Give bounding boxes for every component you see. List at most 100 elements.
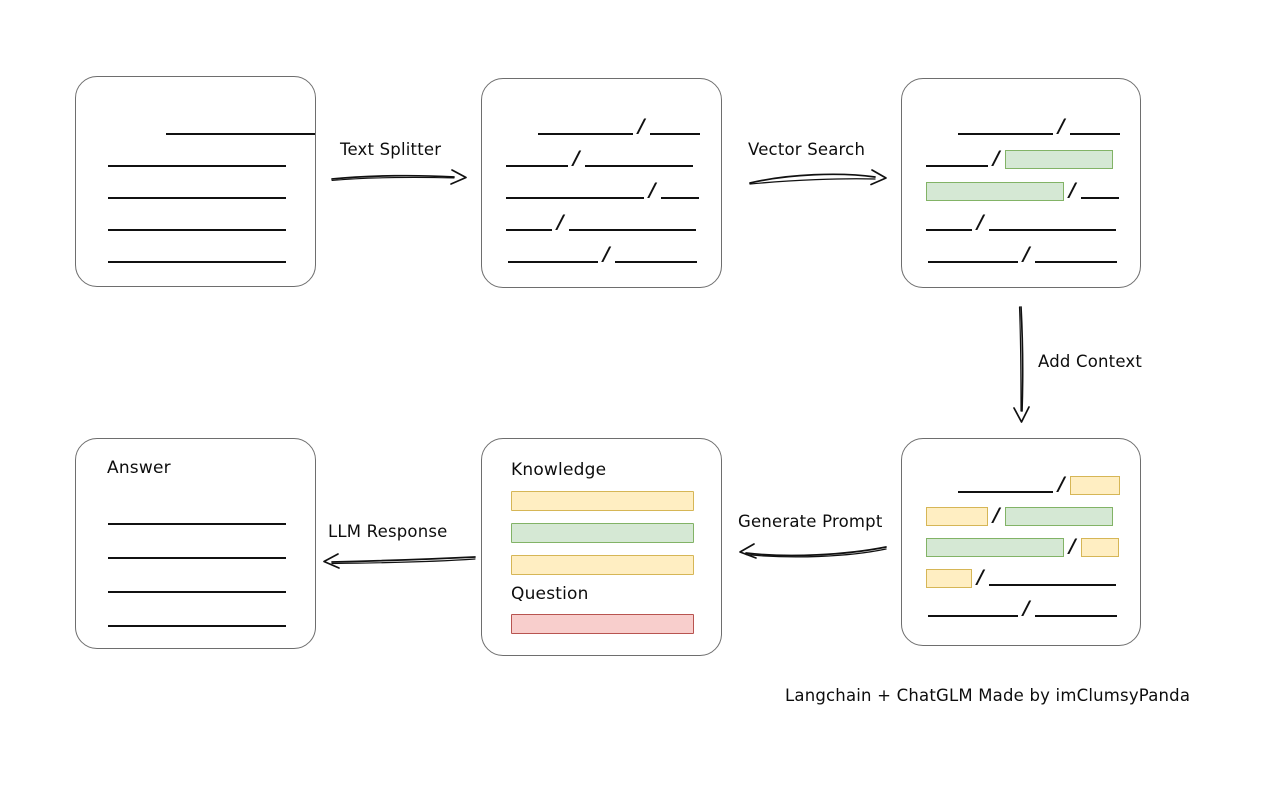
text-underline-segment [928, 245, 1018, 265]
text-underline-segment [108, 575, 286, 595]
vector-matches-lines: / / / / / [902, 79, 1140, 287]
vector-search-arrow-icon [749, 169, 887, 186]
text-underline-segment [1034, 245, 1117, 265]
text-underline-segment [660, 181, 699, 201]
text-underline-segment [926, 149, 988, 169]
context-added-box[interactable]: / / / / / [901, 438, 1141, 646]
text-row: / [506, 242, 721, 265]
text-row [108, 609, 315, 629]
text-row: / [926, 565, 1140, 588]
text-underline-segment [166, 117, 315, 137]
context-chunk-highlight [1069, 475, 1120, 495]
text-underline-segment [649, 117, 700, 137]
llm-response-arrow-group: LLM Response [322, 522, 477, 572]
generate-prompt-arrow-group: Generate Prompt [738, 512, 888, 562]
text-row: / [926, 596, 1140, 619]
answer-lines [76, 439, 315, 648]
text-underline-segment [614, 245, 697, 265]
context-chunk-highlight [1080, 537, 1119, 557]
knowledge-bar [511, 555, 694, 575]
slash-separator: / [1058, 472, 1065, 495]
text-row [108, 117, 315, 137]
text-underline-segment [1069, 117, 1120, 137]
text-row: / [506, 114, 721, 137]
add-context-arrow-group: Add Context [1010, 305, 1170, 425]
text-underline-segment [988, 213, 1116, 233]
context-chunk-highlight [926, 568, 972, 588]
text-row [108, 181, 315, 201]
llm-response-label: LLM Response [328, 522, 448, 541]
text-underline-segment [584, 149, 693, 169]
text-row: / [926, 472, 1140, 495]
text-row: / [926, 210, 1140, 233]
text-row: / [926, 242, 1140, 265]
source-document-box[interactable] [75, 76, 316, 287]
slash-separator: / [573, 146, 580, 169]
vector-search-label: Vector Search [748, 140, 866, 159]
matched-chunk-highlight [926, 181, 1064, 201]
text-row: / [926, 503, 1140, 526]
knowledge-label: Knowledge [511, 460, 607, 480]
text-underline-segment [108, 609, 286, 629]
text-underline-segment [506, 213, 552, 233]
slash-separator: / [977, 210, 984, 233]
text-underline-segment [1080, 181, 1119, 201]
text-underline-segment [508, 245, 598, 265]
slash-separator: / [1058, 114, 1065, 137]
text-row: / [926, 534, 1140, 557]
text-underline-segment [108, 541, 286, 561]
text-underline-segment [108, 213, 286, 233]
split-chunks-lines: / / / / / [482, 79, 721, 287]
text-row [108, 245, 315, 265]
text-row [108, 507, 315, 527]
credit-text: Langchain + ChatGLM Made by imClumsyPand… [785, 686, 1191, 705]
text-underline-segment [928, 599, 1018, 619]
text-row: / [926, 146, 1140, 169]
answer-box[interactable]: Answer [75, 438, 316, 649]
prompt-box[interactable]: Knowledge Question [481, 438, 722, 656]
text-row [108, 213, 315, 233]
text-row [108, 541, 315, 561]
slash-separator: / [977, 565, 984, 588]
text-underline-segment [108, 149, 286, 169]
matched-chunk-highlight [926, 537, 1064, 557]
slash-separator: / [603, 242, 610, 265]
llm-response-arrow-icon [323, 553, 476, 569]
slash-separator: / [1069, 178, 1076, 201]
source-document-lines [76, 77, 315, 286]
question-label: Question [511, 584, 589, 604]
text-underline-segment [926, 213, 972, 233]
text-underline-segment [506, 181, 644, 201]
knowledge-bar [511, 523, 694, 543]
slash-separator: / [993, 503, 1000, 526]
text-underline-segment [1034, 599, 1117, 619]
text-row: / [926, 114, 1140, 137]
matched-chunk-highlight [1004, 506, 1113, 526]
slash-separator: / [993, 146, 1000, 169]
slash-separator: / [649, 178, 656, 201]
slash-separator: / [638, 114, 645, 137]
context-chunk-highlight [926, 506, 988, 526]
text-underline-segment [108, 181, 286, 201]
text-underline-segment [568, 213, 696, 233]
text-underline-segment [108, 507, 286, 527]
slash-separator: / [1023, 242, 1030, 265]
text-row: / [506, 146, 721, 169]
matched-chunk-highlight [1004, 149, 1113, 169]
split-chunks-box[interactable]: / / / / / [481, 78, 722, 288]
slash-separator: / [1069, 534, 1076, 557]
text-underline-segment [538, 117, 633, 137]
add-context-label: Add Context [1038, 352, 1143, 371]
vector-matches-box[interactable]: / / / / / [901, 78, 1141, 288]
text-underline-segment [506, 149, 568, 169]
vector-search-arrow-group: Vector Search [748, 140, 888, 190]
add-context-arrow-icon [1013, 306, 1030, 423]
text-splitter-label: Text Splitter [340, 140, 442, 159]
slash-separator: / [1023, 596, 1030, 619]
knowledge-bar [511, 491, 694, 511]
text-splitter-arrow-icon [331, 169, 467, 185]
answer-label: Answer [107, 458, 171, 478]
text-splitter-arrow-group: Text Splitter [330, 140, 470, 190]
text-row: / [506, 212, 721, 233]
